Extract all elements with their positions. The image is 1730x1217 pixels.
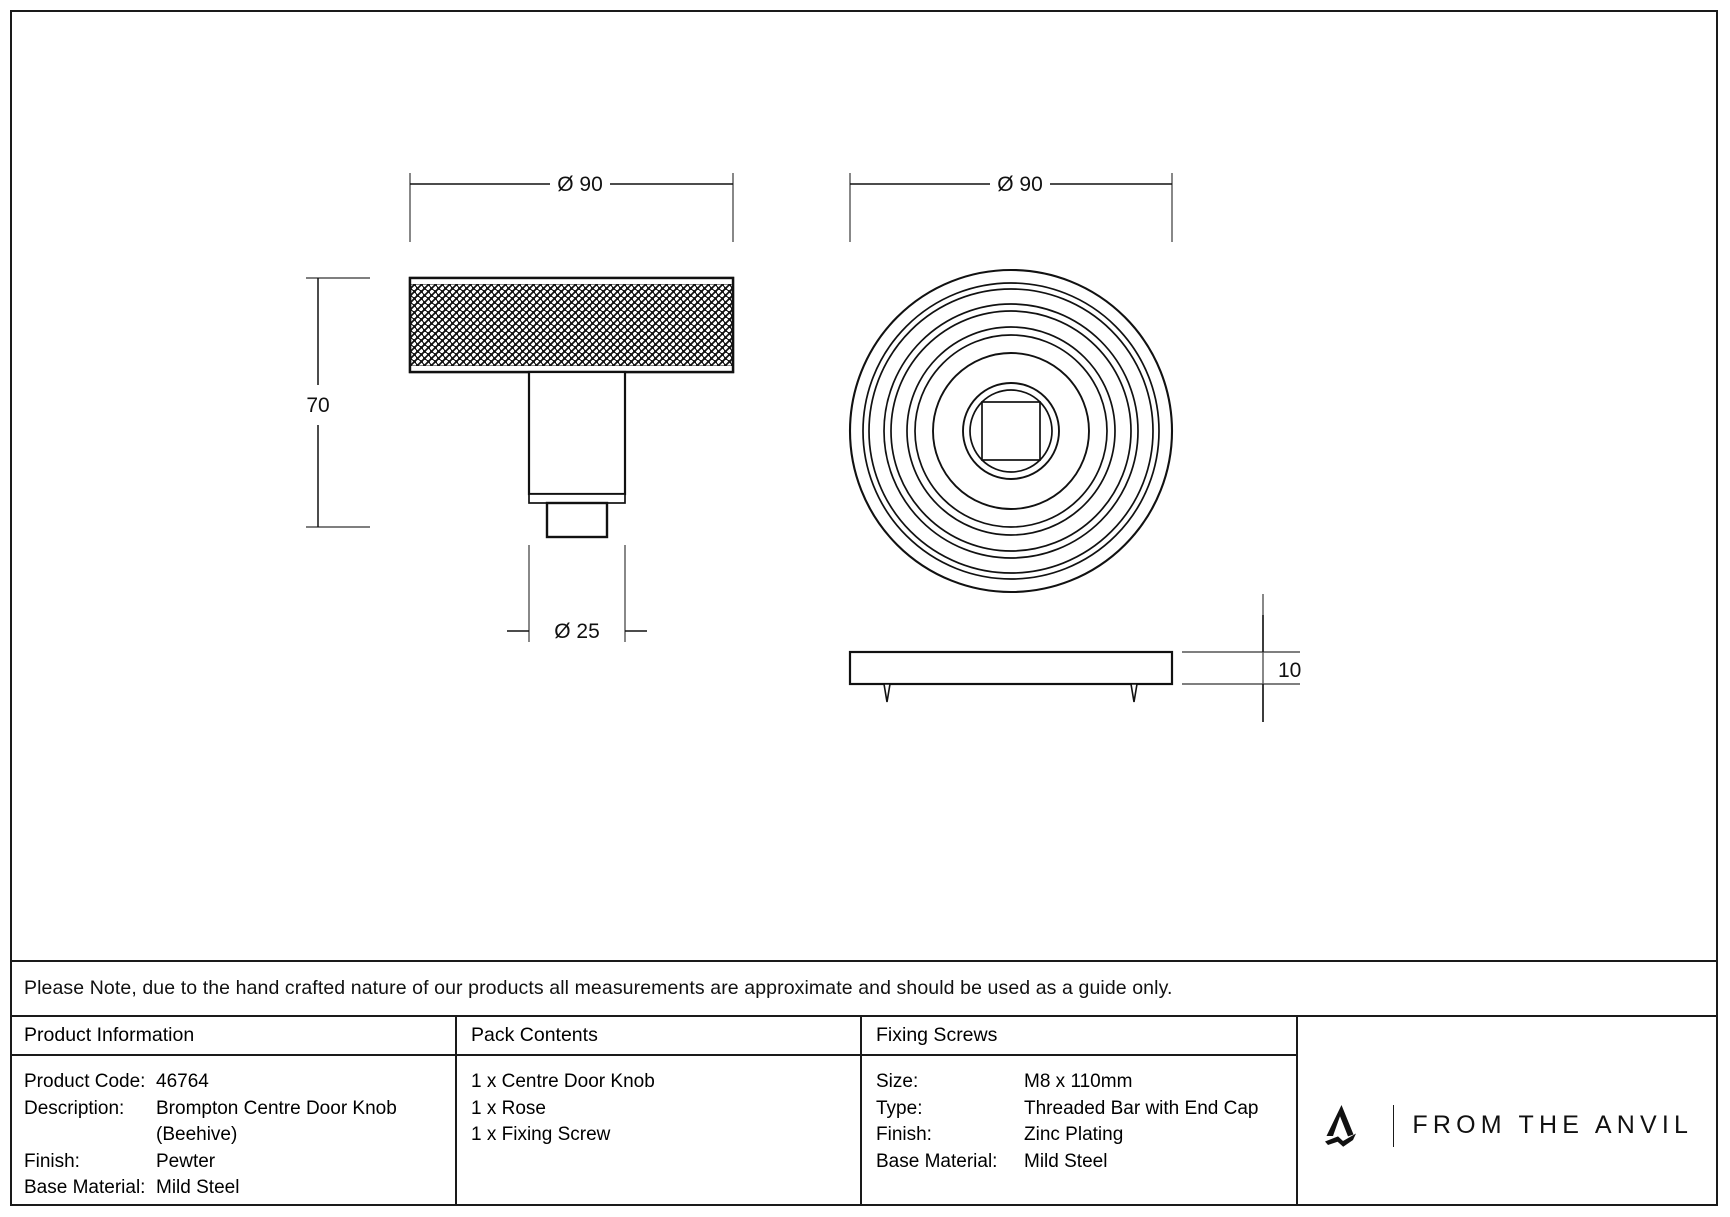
rose-plan-view: Ø 90 [848,173,1174,594]
information-table: Product Information Product Code: 46764 … [10,1017,1718,1206]
table-row: (Beehive) [24,1122,455,1149]
screw-size-value: M8 x 110mm [1024,1071,1133,1092]
svg-text:Ø 25: Ø 25 [554,620,600,643]
svg-text:70: 70 [306,394,329,417]
screw-base-material-value: Mild Steel [1024,1150,1108,1172]
fixing-screws-title: Fixing Screws [862,1017,1296,1056]
finish-value: Pewter [156,1150,216,1172]
svg-text:Ø 90: Ø 90 [557,173,603,196]
screw-finish-label: Finish: [876,1124,932,1145]
table-row: Type: Threaded Bar with End Cap [876,1096,1296,1123]
list-item: 1 x Rose [471,1097,546,1119]
please-note-text: Please Note, due to the hand crafted nat… [24,977,1173,999]
product-information-body: Product Code: 46764 Description: Brompto… [10,1056,455,1202]
product-code-label: Product Code: [24,1071,146,1092]
description-label-continued [24,1122,156,1149]
svg-text:10: 10 [1278,659,1301,682]
screw-base-material-label: Base Material: [876,1150,998,1172]
logo-column: FROM THE ANVIL [1298,1017,1718,1206]
please-note-row: Please Note, due to the hand crafted nat… [10,960,1718,1017]
logo-divider [1392,1104,1395,1147]
fixing-screws-body: Size: M8 x 110mm Type: Threaded Bar with… [862,1056,1296,1175]
table-row: Finish: Pewter [24,1149,455,1176]
svg-text:Ø 90: Ø 90 [997,173,1043,196]
description-value-continued: (Beehive) [156,1124,238,1145]
front-height-dimension-text: 70 [306,394,329,417]
description-value: Brompton Centre Door Knob [156,1097,397,1119]
pack-contents-body: 1 x Centre Door Knob 1 x Rose 1 x Fixing… [457,1056,860,1149]
finish-label: Finish: [24,1150,80,1172]
pack-contents-title: Pack Contents [457,1017,860,1056]
logo-wordmark: FROM THE ANVIL [1412,1111,1694,1139]
brand-logo: FROM THE ANVIL [1298,1017,1718,1206]
stem-diameter-dimension-text: Ø 25 [554,620,600,643]
table-row: Base Material: Mild Steel [876,1149,1296,1176]
table-row: Base Material: Mild Steel [24,1175,455,1202]
list-item: 1 x Fixing Screw [471,1124,611,1145]
product-code-value: 46764 [156,1071,209,1092]
base-material-value: Mild Steel [156,1177,240,1198]
rose-thickness-dimension-text: 10 [1278,659,1301,682]
front-width-dimension-text: Ø 90 [557,173,603,196]
screw-type-label: Type: [876,1097,923,1119]
product-information-title: Product Information [10,1017,455,1056]
base-material-label: Base Material: [24,1177,146,1198]
screw-finish-value: Zinc Plating [1024,1124,1124,1145]
screw-type-value: Threaded Bar with End Cap [1024,1097,1259,1119]
anvil-a-icon [1324,1104,1356,1147]
table-row: Size: M8 x 110mm [876,1069,1296,1096]
description-label: Description: [24,1097,125,1119]
table-row: Description: Brompton Centre Door Knob [24,1096,455,1123]
list-item: 1 x Centre Door Knob [471,1071,655,1092]
screw-size-label: Size: [876,1071,919,1092]
rose-diameter-dimension-text: Ø 90 [997,173,1043,196]
table-row: Finish: Zinc Plating [876,1122,1296,1149]
product-information-column: Product Information Product Code: 46764 … [10,1017,457,1206]
drawing-area: Ø 90 70 [10,10,1720,960]
rose-side-view: 10 [848,594,1301,722]
fixing-screws-column: Fixing Screws Size: M8 x 110mm Type: Thr… [862,1017,1298,1206]
pack-contents-column: Pack Contents 1 x Centre Door Knob 1 x R… [457,1017,862,1206]
sheet-border [10,10,1718,1206]
table-row: Product Code: 46764 [24,1069,455,1096]
front-elevation-view: Ø 90 70 [306,173,735,643]
